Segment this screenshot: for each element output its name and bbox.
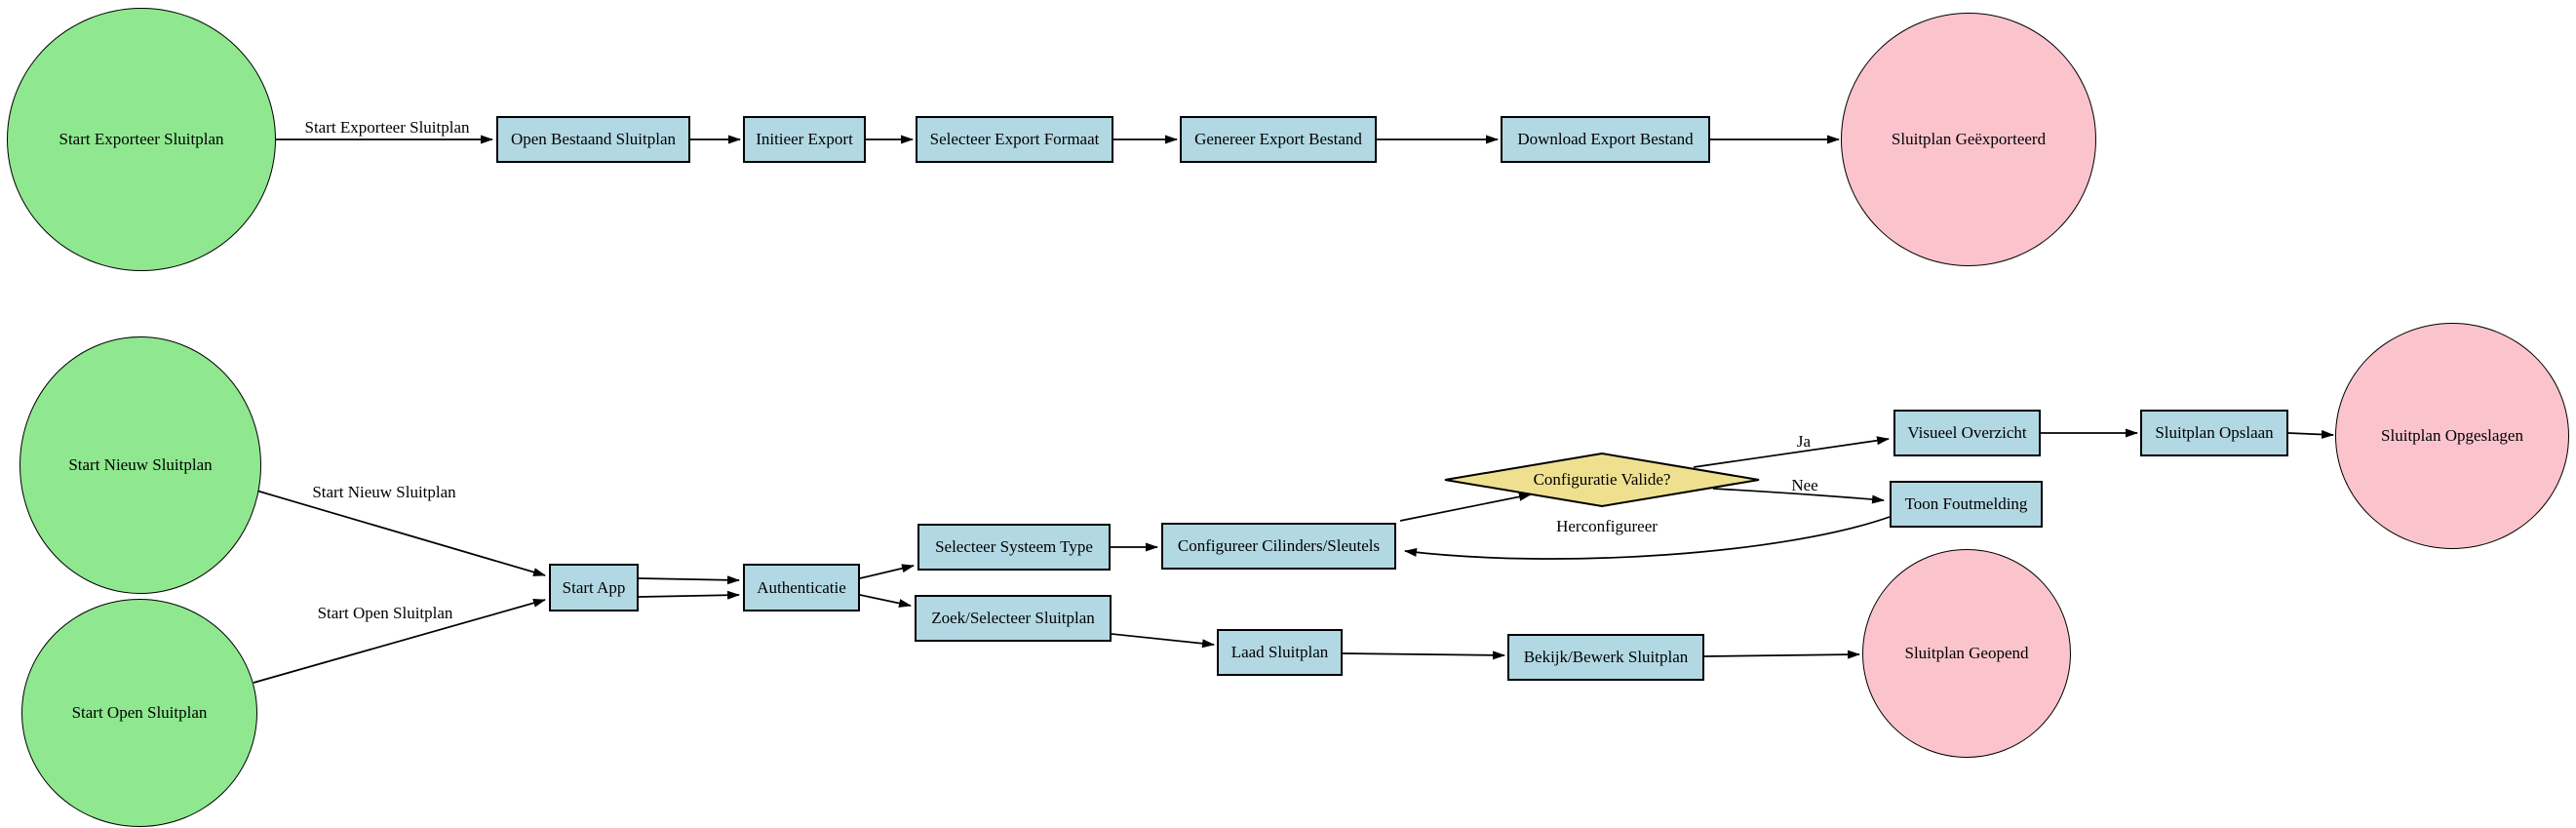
node-selecteer-systeem-type: Selecteer Systeem Type: [917, 524, 1111, 571]
node-open-bestaand-sluitplan: Open Bestaand Sluitplan: [496, 116, 690, 163]
node-label: Authenticatie: [757, 577, 846, 597]
node-start-exporteer-sluitplan: Start Exporteer Sluitplan: [7, 8, 276, 271]
node-label: Selecteer Export Formaat: [929, 130, 1100, 149]
edge-start-nieuw-to-start-app: [255, 490, 546, 576]
node-start-open-sluitplan: Start Open Sluitplan: [21, 599, 257, 827]
node-label: Sluitplan Opslaan: [2155, 423, 2274, 443]
decision-diamond-shape: [1444, 453, 1760, 507]
edge-toon-foutmelding-to-configureer: [1404, 516, 1891, 560]
edge-sluitplan-opslaan-to-sluitplan-opgeslagen: [2287, 429, 2334, 439]
node-configureer-cilinders-sleutels: Configureer Cilinders/Sleutels: [1161, 523, 1396, 570]
edge-label-ja: Ja: [1796, 432, 1812, 451]
edge-start-app-to-authenticatie-2: [638, 590, 740, 600]
edge-zoek-selecteer-to-laad-sluitplan: [1111, 633, 1215, 649]
edge-label-nee: Nee: [1791, 476, 1818, 494]
node-label: Sluitplan Opgeslagen: [2381, 426, 2523, 446]
node-label: Start App: [562, 577, 626, 597]
node-authenticatie: Authenticatie: [743, 564, 860, 611]
node-label: Sluitplan Geopend: [1904, 644, 2029, 663]
node-label: Genereer Export Bestand: [1194, 130, 1362, 149]
node-label: Visueel Overzicht: [1907, 423, 2027, 443]
node-label: Sluitplan Geëxporteerd: [1891, 130, 2047, 149]
node-label: Start Nieuw Sluitplan: [68, 455, 213, 475]
node-start-nieuw-sluitplan: Start Nieuw Sluitplan: [20, 336, 261, 594]
node-label: Zoek/Selecteer Sluitplan: [931, 609, 1095, 628]
node-zoek-selecteer-sluitplan: Zoek/Selecteer Sluitplan: [915, 595, 1112, 642]
node-sluitplan-geexporteerd: Sluitplan Geëxporteerd: [1841, 13, 2096, 266]
node-bekijk-bewerk-sluitplan: Bekijk/Bewerk Sluitplan: [1507, 634, 1704, 681]
node-visueel-overzicht: Visueel Overzicht: [1893, 410, 2041, 456]
edge-start-app-to-authenticatie-1: [638, 575, 740, 585]
node-label: Start Exporteer Sluitplan: [59, 130, 224, 149]
node-sluitplan-opgeslagen: Sluitplan Opgeslagen: [2335, 323, 2569, 549]
node-label: Start Open Sluitplan: [71, 703, 208, 723]
edge-start-open-to-start-app: [253, 598, 546, 684]
node-label: Open Bestaand Sluitplan: [510, 130, 677, 149]
node-label: Laad Sluitplan: [1230, 643, 1329, 662]
node-label: Selecteer Systeem Type: [935, 537, 1093, 557]
node-configuratie-valide-decision: Configuratie Valide?: [1444, 453, 1760, 507]
node-toon-foutmelding: Toon Foutmelding: [1890, 481, 2043, 528]
edge-configuratie-valide-to-toon-foutmelding: [1712, 488, 1885, 504]
node-laad-sluitplan: Laad Sluitplan: [1217, 629, 1343, 676]
edge-configureer-to-configuratie-valide: [1399, 492, 1532, 522]
node-selecteer-export-formaat: Selecteer Export Formaat: [916, 116, 1113, 163]
node-genereer-export-bestand: Genereer Export Bestand: [1180, 116, 1377, 163]
node-start-app: Start App: [549, 564, 639, 611]
edge-authenticatie-to-zoek-selecteer: [859, 594, 912, 608]
node-sluitplan-opslaan: Sluitplan Opslaan: [2140, 410, 2288, 456]
node-download-export-bestand: Download Export Bestand: [1501, 116, 1710, 163]
edge-label-start-open-sluitplan: Start Open Sluitplan: [317, 604, 453, 622]
node-label: Toon Foutmelding: [1904, 494, 2028, 514]
node-sluitplan-geopend: Sluitplan Geopend: [1862, 549, 2071, 758]
edge-laad-sluitplan-to-bekijk-bewerk: [1342, 651, 1505, 660]
node-label: Configuratie Valide?: [1533, 470, 1671, 490]
edge-label-start-exporteer-sluitplan: Start Exporteer Sluitplan: [304, 118, 470, 137]
edge-label-herconfigureer: Herconfigureer: [1556, 517, 1658, 535]
edge-bekijk-bewerk-to-sluitplan-geopend: [1703, 650, 1860, 659]
edge-authenticatie-to-selecteer-systeem-type: [859, 564, 915, 579]
node-label: Bekijk/Bewerk Sluitplan: [1523, 648, 1689, 667]
node-label: Configureer Cilinders/Sleutels: [1177, 536, 1381, 556]
node-label: Download Export Bestand: [1517, 130, 1694, 149]
node-label: Initieer Export: [756, 130, 853, 149]
node-initieer-export: Initieer Export: [743, 116, 866, 163]
edge-configuratie-valide-to-visueel-overzicht: [1693, 436, 1890, 468]
edge-label-start-nieuw-sluitplan: Start Nieuw Sluitplan: [312, 483, 456, 501]
